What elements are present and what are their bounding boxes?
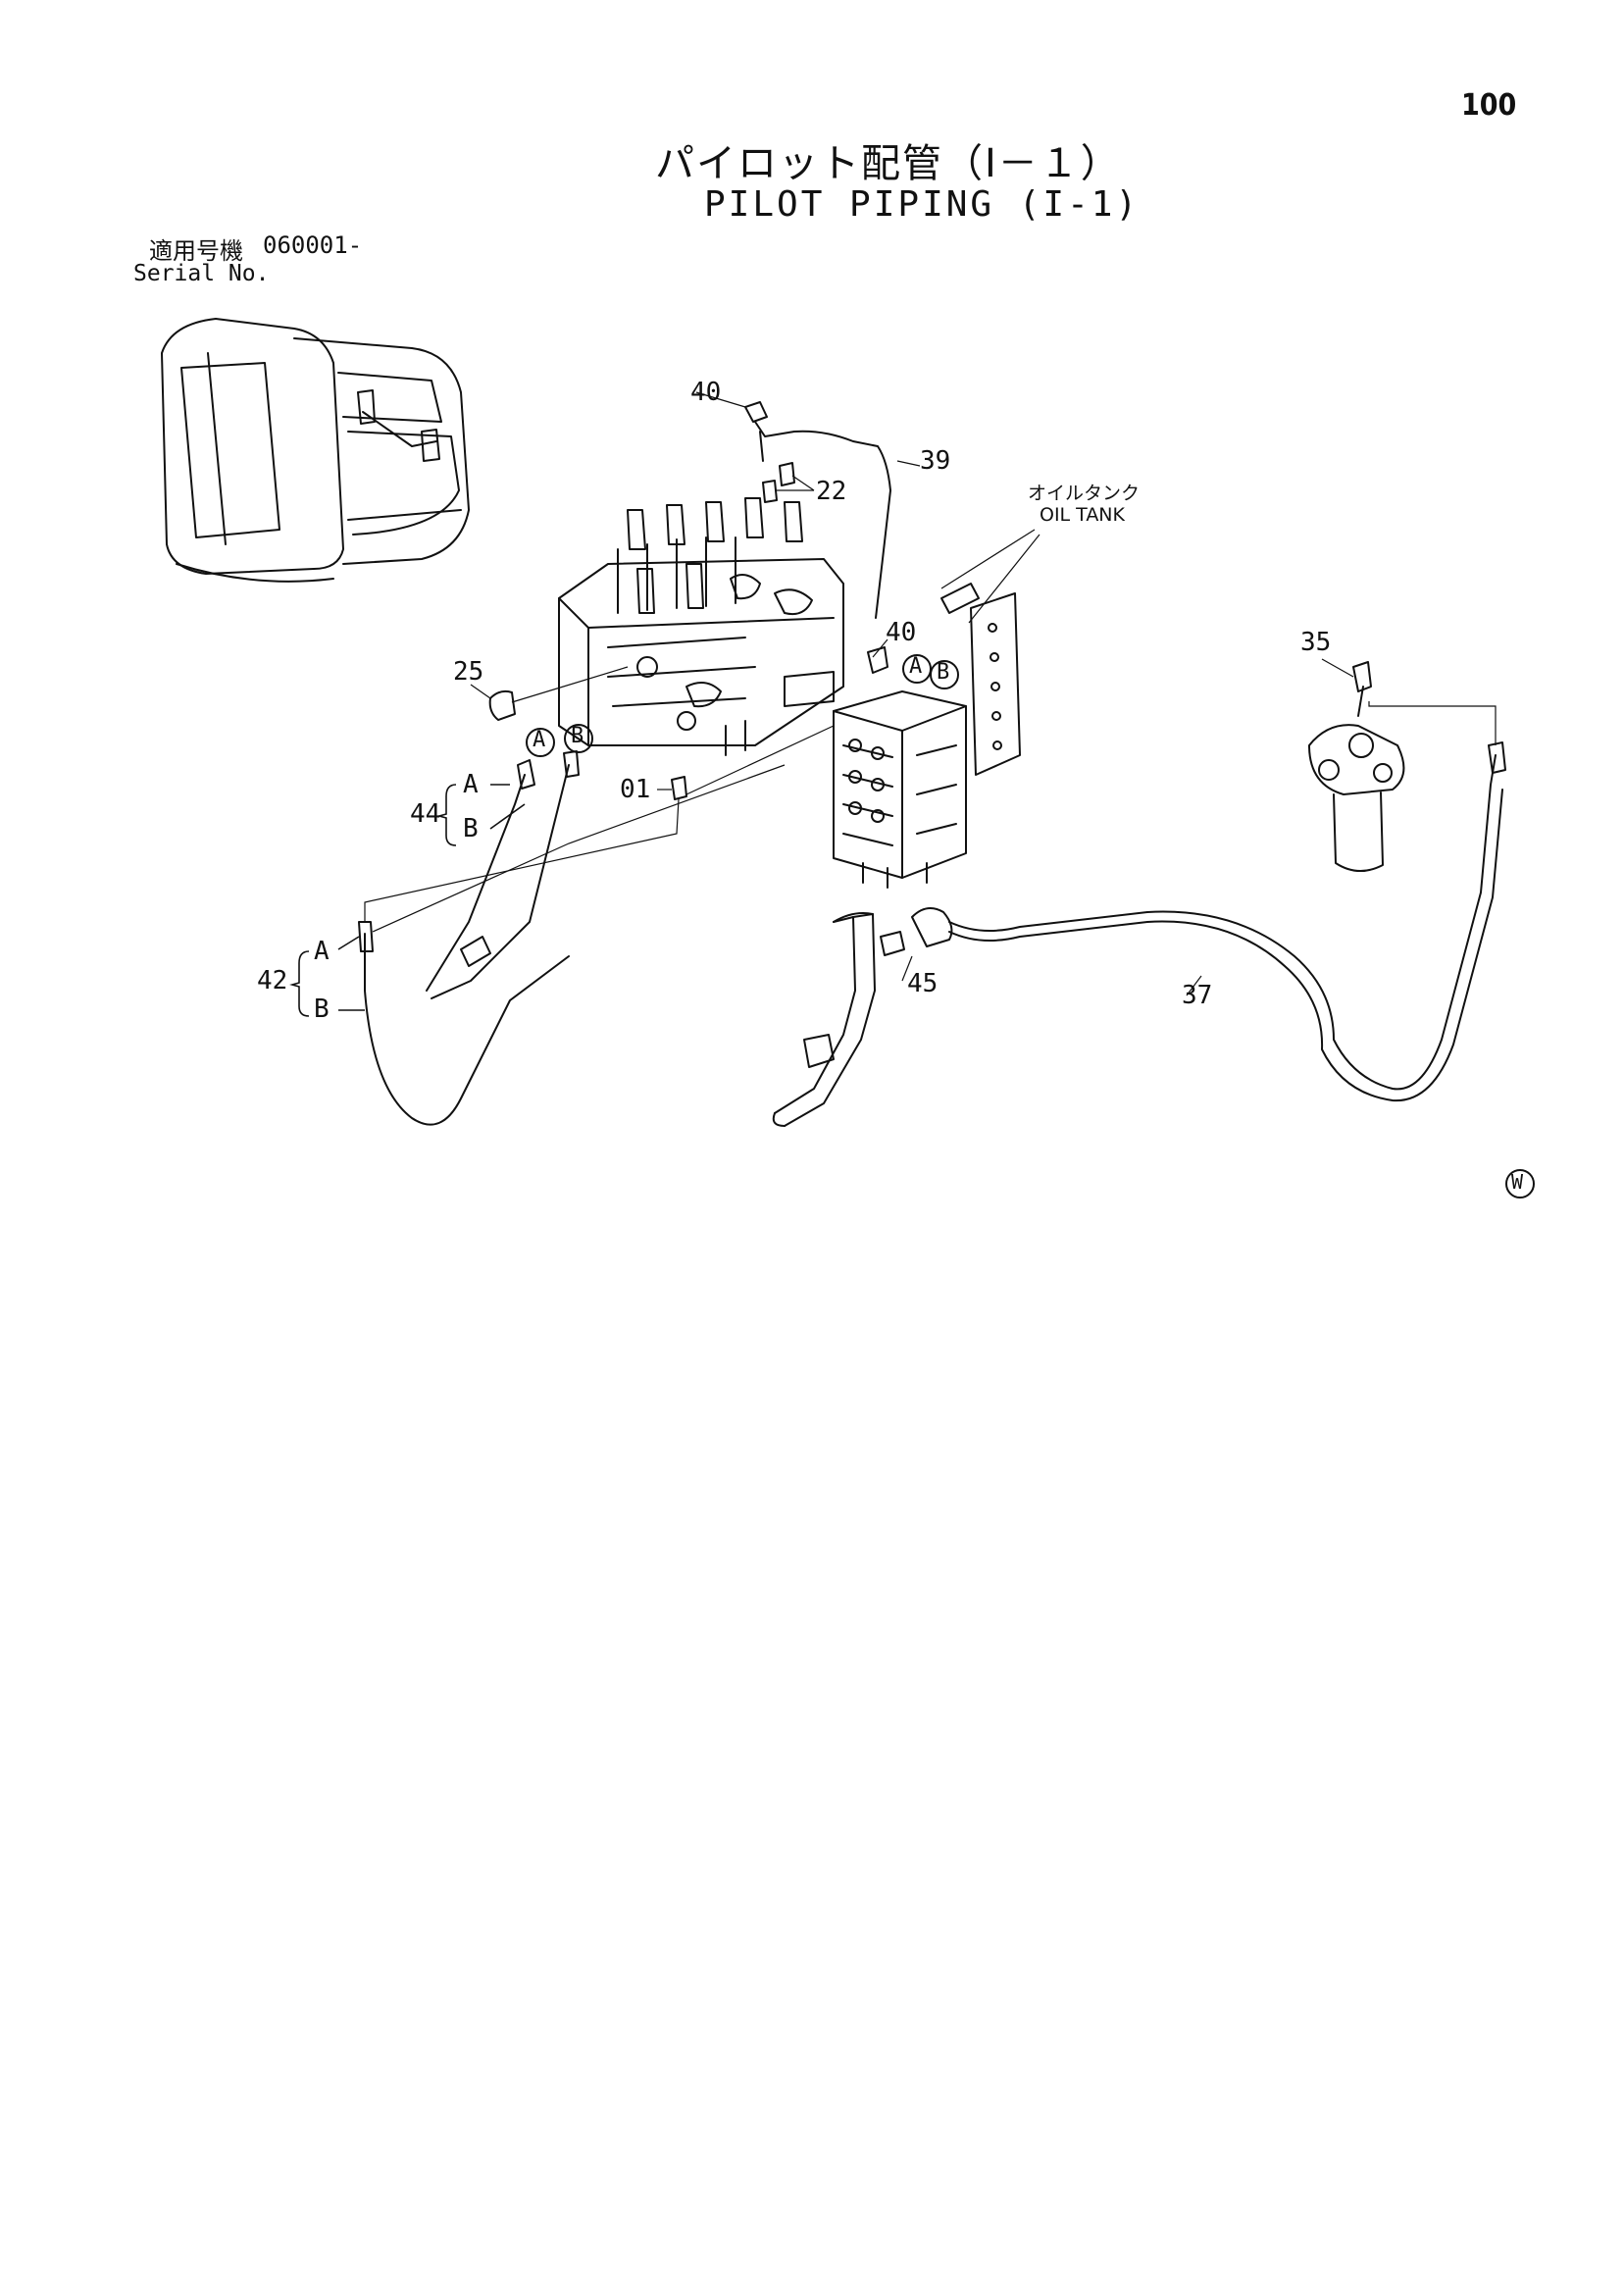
fitting-01 bbox=[671, 776, 687, 800]
fitting-22-a bbox=[779, 462, 795, 486]
marker-b-hose44 bbox=[564, 724, 593, 753]
marker-b-tank bbox=[930, 660, 959, 689]
excavator-cab-thumbnail bbox=[161, 318, 470, 583]
oil-tank-label-english: OIL TANK bbox=[1040, 504, 1125, 526]
suction-pipe bbox=[772, 912, 876, 1127]
callout-42-a: A bbox=[314, 937, 330, 966]
marker-b-hose44-label: B bbox=[571, 724, 584, 748]
oil-tank-bracket bbox=[940, 583, 1021, 776]
marker-b-tank-label: B bbox=[937, 660, 950, 685]
marker-a-tank bbox=[902, 654, 932, 684]
serial-number-value: 060001- bbox=[263, 231, 363, 259]
elbow-25-fitting bbox=[488, 689, 516, 721]
marker-a-hose44 bbox=[526, 728, 555, 757]
hose-44-a bbox=[426, 774, 526, 992]
marker-a-hose44-label: A bbox=[533, 728, 546, 752]
page-title-japanese: パイロット配管（Ⅰ－１） bbox=[655, 141, 1122, 186]
pilot-valve-block bbox=[833, 690, 967, 889]
pilot-filter bbox=[1308, 686, 1405, 872]
page-number: 100 bbox=[1461, 88, 1517, 123]
elbow-40-top bbox=[744, 401, 768, 423]
callout-42: 42 bbox=[257, 966, 288, 995]
serial-label-japanese: 適用号機 bbox=[149, 237, 243, 265]
callout-40-mid: 40 bbox=[886, 618, 917, 647]
fitting-22-b bbox=[762, 480, 778, 503]
callout-39: 39 bbox=[920, 446, 951, 476]
callout-44: 44 bbox=[410, 799, 441, 829]
hose-37 bbox=[948, 754, 1497, 1091]
serial-label-english: Serial No. bbox=[133, 261, 270, 286]
adapter-45 bbox=[880, 931, 905, 956]
callout-37: 37 bbox=[1182, 981, 1213, 1010]
callout-45: 45 bbox=[907, 969, 939, 998]
hose-42 bbox=[364, 933, 570, 1126]
hose-44-b bbox=[431, 764, 570, 999]
elbow-35-fitting bbox=[1352, 661, 1372, 692]
callout-35: 35 bbox=[1300, 628, 1332, 657]
callout-01: 01 bbox=[620, 775, 651, 804]
page-title-english: PILOT PIPING (I-1) bbox=[704, 184, 1141, 225]
marker-a-tank-label: A bbox=[909, 654, 923, 679]
control-valve bbox=[558, 497, 844, 756]
callout-44-b: B bbox=[463, 814, 479, 843]
elbow-fitting-37 bbox=[911, 907, 953, 947]
callout-42-b: B bbox=[314, 995, 330, 1024]
callout-44-a: A bbox=[463, 770, 479, 799]
hose-39 bbox=[754, 421, 891, 619]
callout-40-top: 40 bbox=[690, 378, 722, 407]
callout-25: 25 bbox=[453, 657, 484, 687]
oil-tank-label-japanese: オイルタンク bbox=[1028, 483, 1141, 504]
callout-22: 22 bbox=[816, 477, 847, 506]
marker-w-label: W bbox=[1511, 1170, 1524, 1194]
marker-w bbox=[1505, 1169, 1535, 1199]
